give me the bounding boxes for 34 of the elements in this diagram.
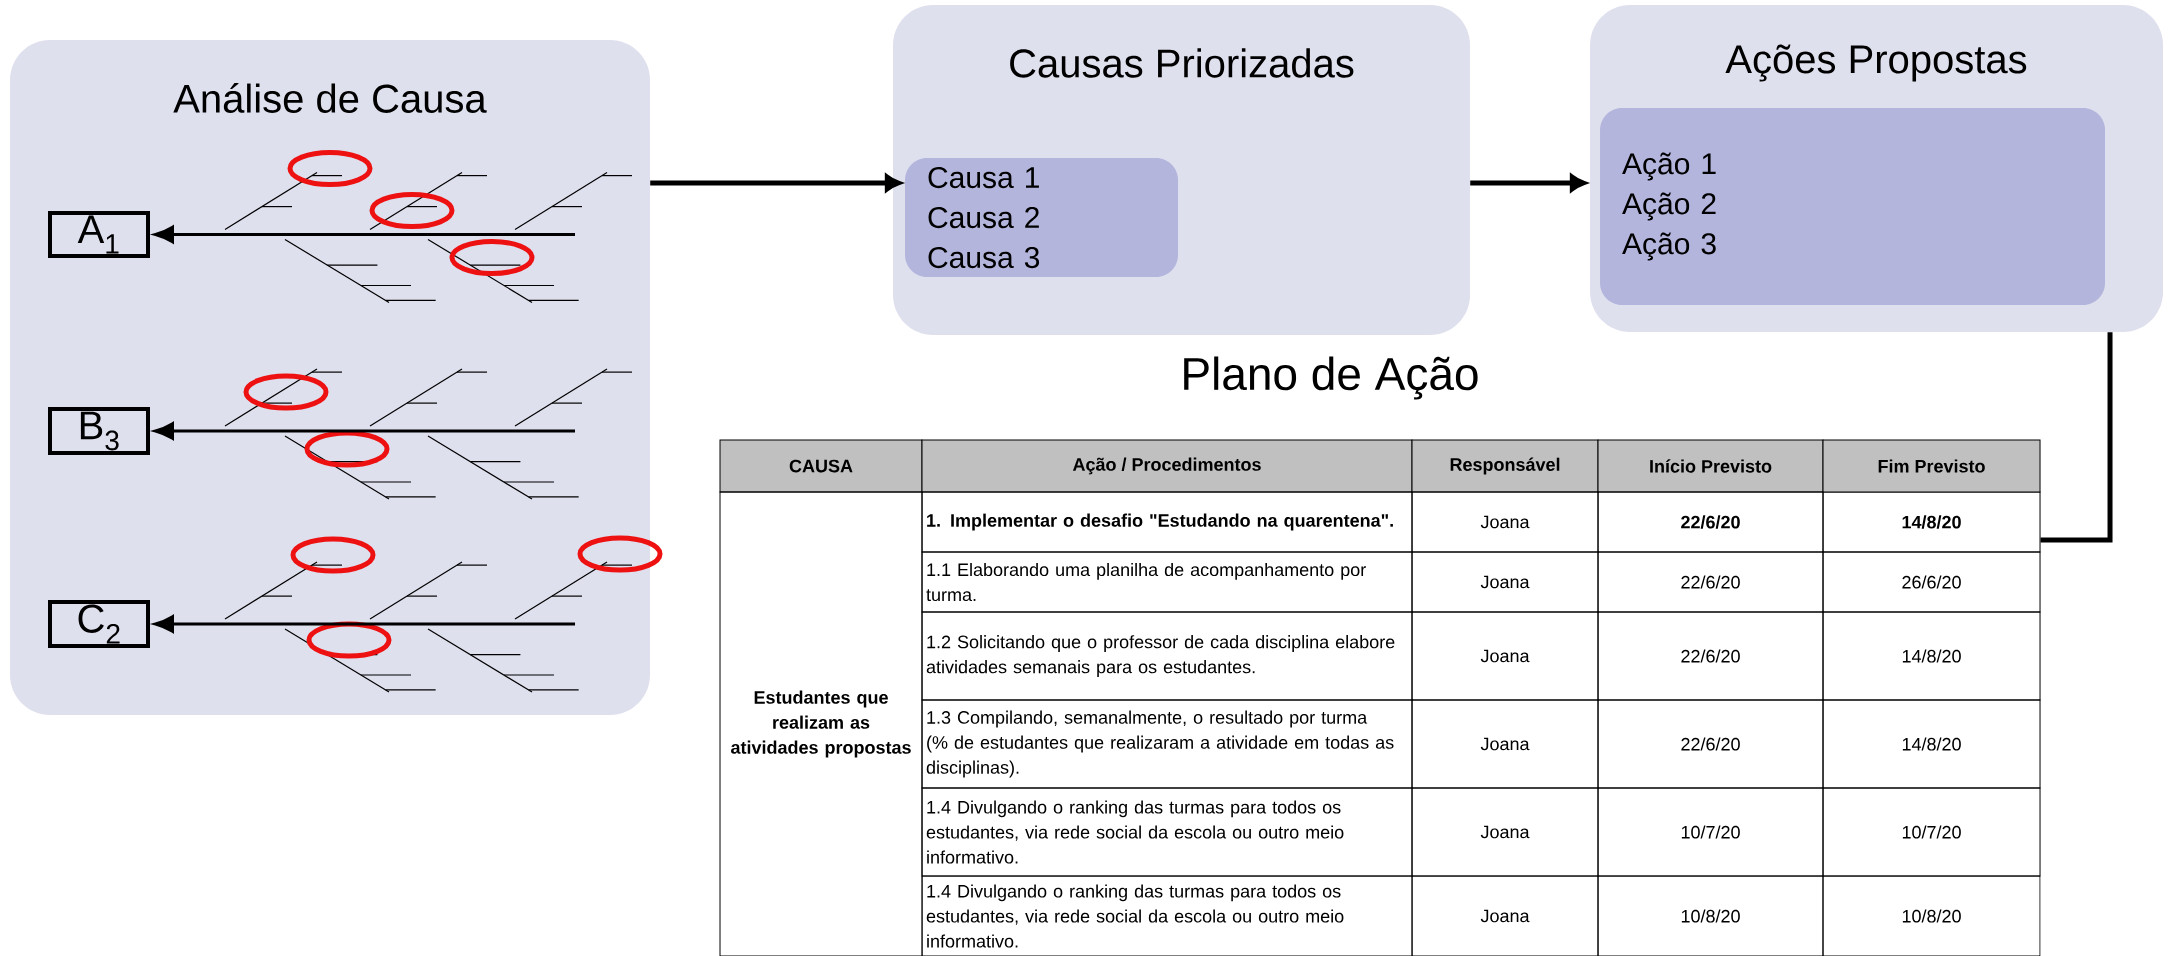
table-title: Plano de Ação	[1184, 356, 1478, 400]
table-cell: 22/6/20	[1597, 699, 1824, 789]
header-cell: Fim Previsto	[1822, 439, 2041, 493]
letter-box: C$_{2}$	[48, 600, 150, 648]
table-cell: Joana	[1411, 551, 1599, 613]
letter-box: A$_{1}$	[48, 211, 150, 258]
table-cell: 10/7/20	[1822, 787, 2041, 877]
table-cell: Joana	[1411, 611, 1599, 701]
table-cell: Joana	[1411, 699, 1599, 789]
table-cell: 1.1 Elaborando uma planilha de acompanhamento por turma.	[921, 551, 1413, 613]
table-cell: 14/8/20	[1822, 611, 2041, 701]
list-box: Ação 1 Ação 2 Ação 3	[1600, 108, 2106, 305]
table-cell: 22/6/20	[1597, 611, 1824, 701]
table-cell: 10/8/20	[1822, 875, 2041, 956]
table-cell: 1. Implementar o desafio "Estudando na quarentena".	[921, 491, 1413, 553]
table-cell: 10/7/20	[1597, 787, 1824, 877]
header-cell: CAUSA	[719, 439, 923, 493]
table-cell: 26/6/20	[1822, 551, 2041, 613]
table-cell: 1.4 Divulgando o ranking das turmas para todos os estudantes, via rede social da escola ou outro meio informativo.	[921, 787, 1413, 877]
table-cell: Estudantes que realizam as atividades propostas	[719, 491, 923, 956]
table-cell: 22/6/20	[1597, 551, 1824, 613]
table-cell: Joana	[1411, 875, 1599, 956]
table-cell: 14/8/20	[1822, 699, 2041, 789]
header-cell: Início Previsto	[1597, 439, 1824, 493]
table-cell: 10/8/20	[1597, 875, 1824, 956]
letter-box: B$_{3}$	[48, 407, 150, 455]
table-cell: 22/6/20	[1597, 491, 1824, 553]
table-cell: 1.4 Divulgando o ranking das turmas para todos os estudantes, via rede social da escola ou outro meio informativo.	[921, 875, 1413, 956]
table-cell: 1.3 Compilando, semanalmente, o resultado por turma (% de estudantes que realizaram a atividade em todas as disciplinas).	[921, 699, 1413, 789]
table-cell: Joana	[1411, 491, 1599, 553]
table-cell: Joana	[1411, 787, 1599, 877]
header-cell: Responsável	[1411, 439, 1599, 493]
list-box: Causa 1 Causa 2 Causa 3	[905, 158, 1178, 277]
table-cell: 1.2 Solicitando que o professor de cada disciplina elabore atividades semanais para os estudantes.	[921, 611, 1413, 701]
